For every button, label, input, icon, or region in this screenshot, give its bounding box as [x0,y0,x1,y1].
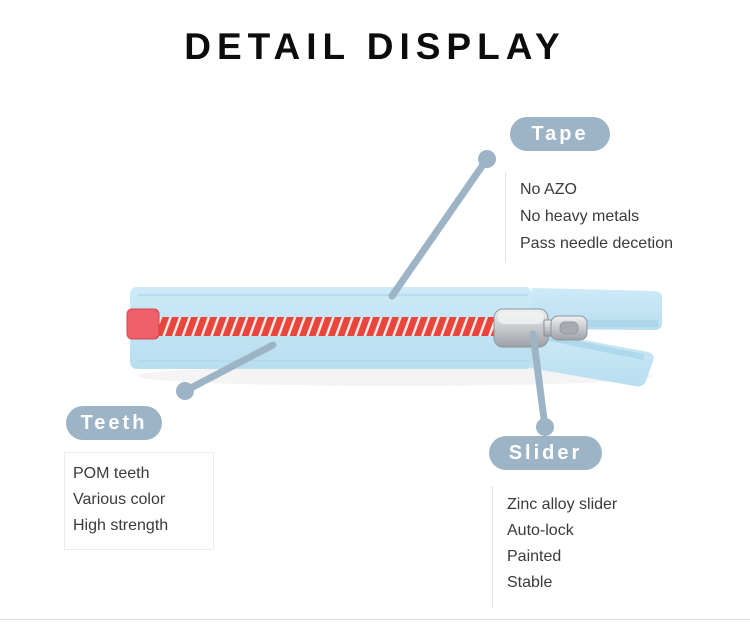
callout-tape-label: Tape [510,117,610,151]
detail-line: Various color [73,491,166,508]
detail-line: Pass needle decetion [520,235,673,252]
callout-teeth-label: Teeth [66,406,162,440]
callout-slider-label: Slider [489,436,602,470]
slider-connector-dot [536,418,554,436]
zipper-slider [493,308,588,348]
detail-line: POM teeth [73,465,150,482]
callout-teeth-details: POM teeth Various color High strength [64,452,214,550]
zipper-top-stop [126,308,160,340]
detail-line: No heavy metals [520,208,640,225]
teeth-connector-dot [176,382,194,400]
zipper-teeth [156,317,508,336]
bottom-divider [0,619,750,620]
tape-connector-line [388,155,491,300]
callout-tape-details: No AZO No heavy metals Pass needle decet… [505,172,673,263]
tape-connector-dot [478,150,496,168]
detail-line: Painted [507,548,562,565]
zipper-shadow [137,366,653,386]
detail-line: Stable [507,574,553,591]
callout-connectors [176,150,554,436]
callout-slider-details: Zinc alloy slider Auto-lock Painted Stab… [492,486,617,608]
page-title: DETAIL DISPLAY [184,26,566,67]
slider-connector-line [529,330,549,431]
detail-line: Zinc alloy slider [507,496,618,513]
detail-line: High strength [73,517,169,534]
detail-line: Auto-lock [507,522,574,539]
teeth-connector-line [181,341,277,395]
detail-line: No AZO [520,181,577,198]
